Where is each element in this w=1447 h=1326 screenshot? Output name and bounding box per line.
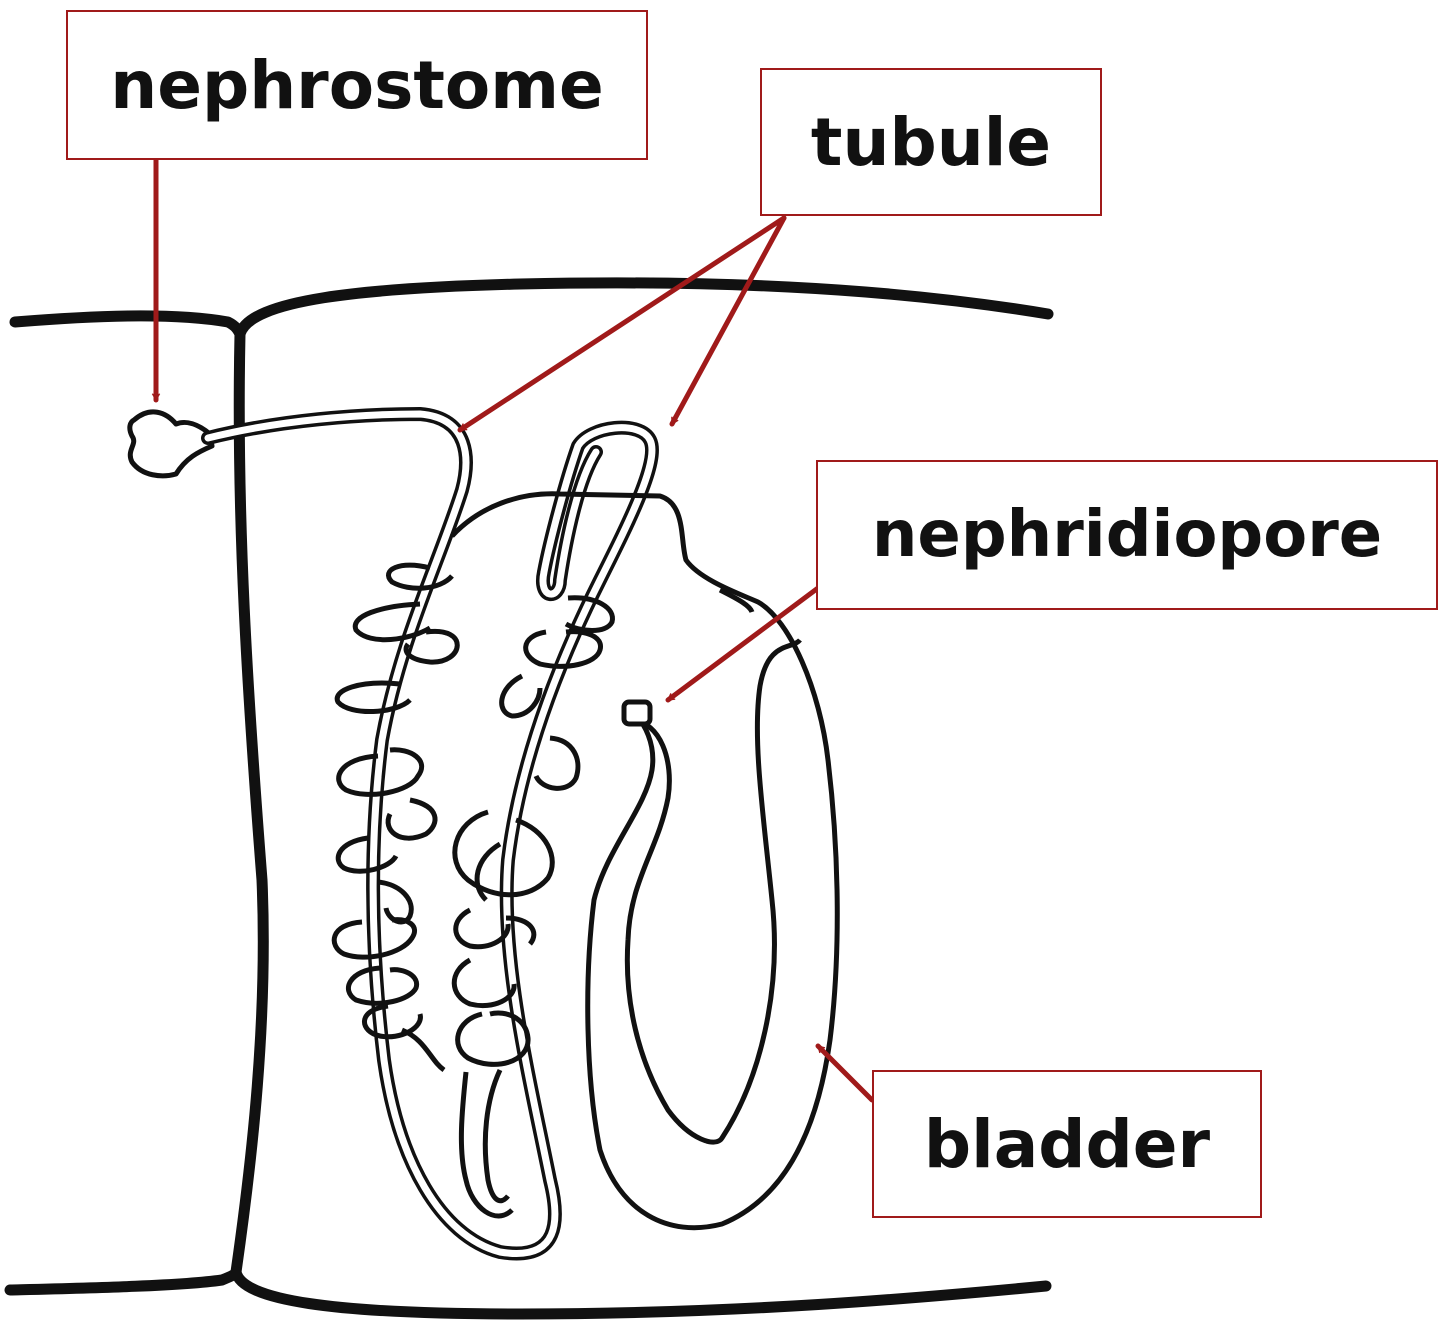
nephrostome-funnel xyxy=(130,412,212,476)
label-nephridiopore-text: nephridiopore xyxy=(872,498,1382,572)
label-nephrostome-text: nephrostome xyxy=(110,47,604,124)
label-nephridiopore: nephridiopore xyxy=(816,460,1438,610)
label-bladder-text: bladder xyxy=(924,1106,1210,1183)
label-tubule-text: tubule xyxy=(811,104,1051,181)
label-bladder: bladder xyxy=(872,1070,1262,1218)
body-wall xyxy=(236,334,263,1272)
lower-septum xyxy=(10,1272,1046,1314)
label-tubule: tubule xyxy=(760,68,1102,216)
nephridiopore-opening xyxy=(624,702,650,724)
arrow-tubule-right xyxy=(672,218,784,424)
label-nephrostome: nephrostome xyxy=(66,10,648,160)
arrow-tubule-left xyxy=(460,218,784,430)
upper-septum xyxy=(15,316,240,334)
